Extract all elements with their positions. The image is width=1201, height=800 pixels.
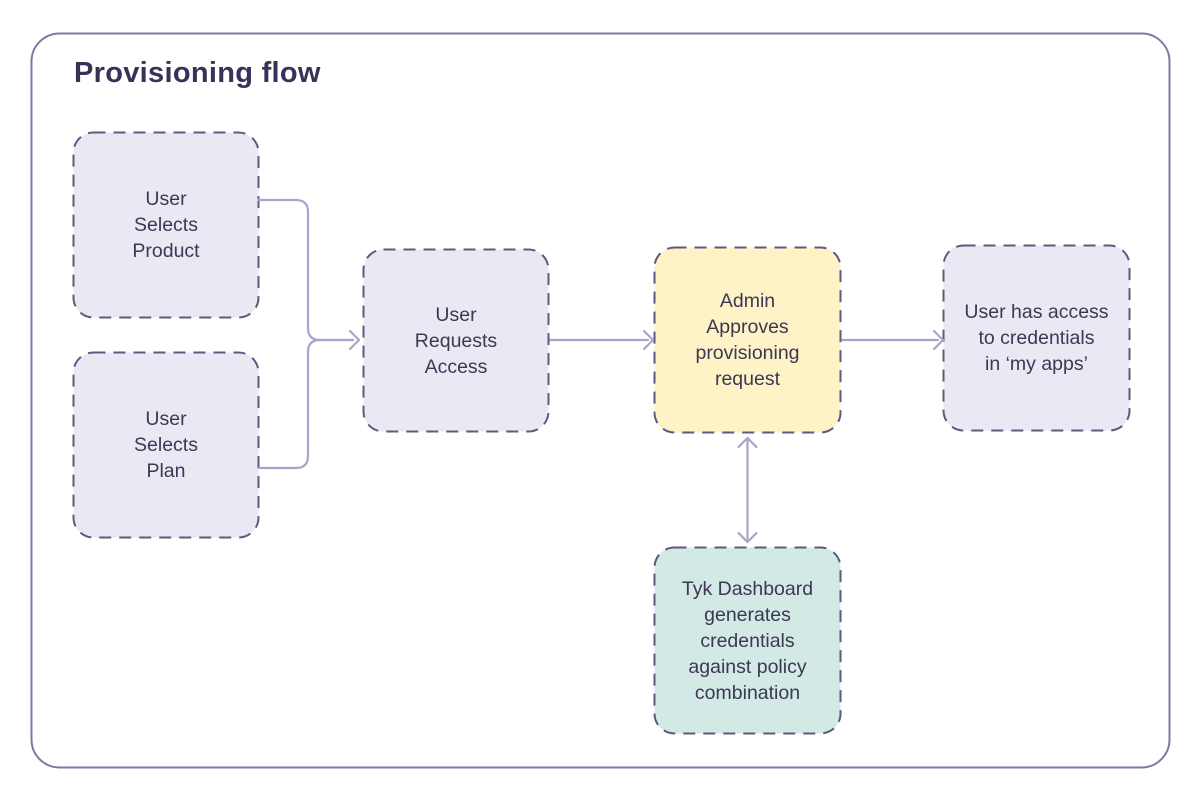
node-tyk-dashboard-shape [653, 546, 842, 735]
arrowhead-right-icon [348, 329, 361, 351]
node-user-requests-access-shape [362, 248, 550, 433]
node-label-admin-approves: Admin Approves provisioning request [695, 290, 800, 390]
page-title: Provisioning flow [74, 57, 321, 89]
node-label-user-selects-product: User Selects Product [132, 188, 200, 262]
edge-product-to-requests [257, 198, 355, 342]
arrowhead-right-icon [642, 329, 655, 351]
edge-admin-to-access [841, 329, 945, 351]
arrowhead-up-icon [737, 436, 758, 449]
node-label-user-selects-plan: User Selects Plan [134, 408, 198, 482]
node-user-selects-plan-shape [72, 351, 260, 539]
edge-plan-to-requests [258, 329, 361, 470]
node-user-has-access-shape [942, 244, 1131, 432]
node-label-user-has-access: User has access to credentials in ‘my ap… [964, 301, 1109, 375]
edge-requests-to-admin [549, 329, 655, 351]
node-user-selects-product-shape [72, 131, 260, 319]
edge-admin-to-dashboard [737, 436, 758, 544]
node-admin-approves-shape [653, 246, 842, 434]
outer-frame [30, 32, 1171, 769]
arrowhead-down-icon [737, 531, 758, 544]
node-label-tyk-dashboard: Tyk Dashboard generates credentials agai… [681, 577, 814, 704]
node-label-user-requests-access: User Requests Access [414, 303, 498, 378]
arrowhead-right-icon [932, 329, 945, 351]
